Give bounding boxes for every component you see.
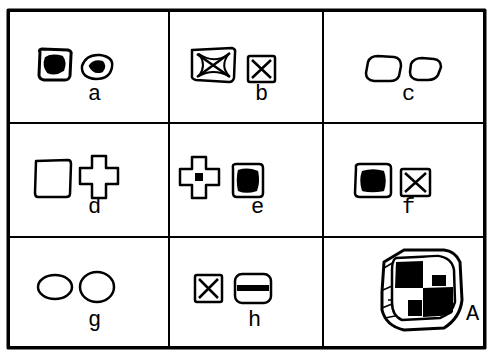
grid-cell: h (168, 236, 324, 348)
option-letter: h (248, 310, 261, 332)
figure-g (38, 272, 114, 302)
figure-e (180, 157, 263, 198)
outer-frame (8, 10, 485, 348)
grid-cell: A (322, 236, 485, 348)
option-letter: A (466, 304, 479, 326)
figure-c (366, 56, 441, 81)
option-letter: d (88, 197, 101, 219)
figure-f (355, 164, 430, 197)
option-letter: f (402, 197, 415, 219)
option-letter: b (255, 84, 268, 106)
grid-cell: a (8, 10, 170, 124)
option-letter: g (88, 310, 101, 332)
figure-a (39, 49, 112, 80)
option-letter: a (88, 84, 101, 106)
figure-answer (382, 250, 462, 330)
grid-cell: d (8, 122, 170, 238)
grid-cell: c (322, 10, 485, 124)
grid-cell: g (8, 236, 170, 348)
grid-cell: e (168, 122, 324, 238)
grid-cell: b (168, 10, 324, 124)
figure-b (192, 48, 275, 82)
option-letter: c (402, 84, 415, 106)
grid-cell: f (322, 122, 485, 238)
figure-d (35, 156, 118, 198)
figure-h (195, 274, 271, 303)
option-letter: e (251, 197, 264, 219)
